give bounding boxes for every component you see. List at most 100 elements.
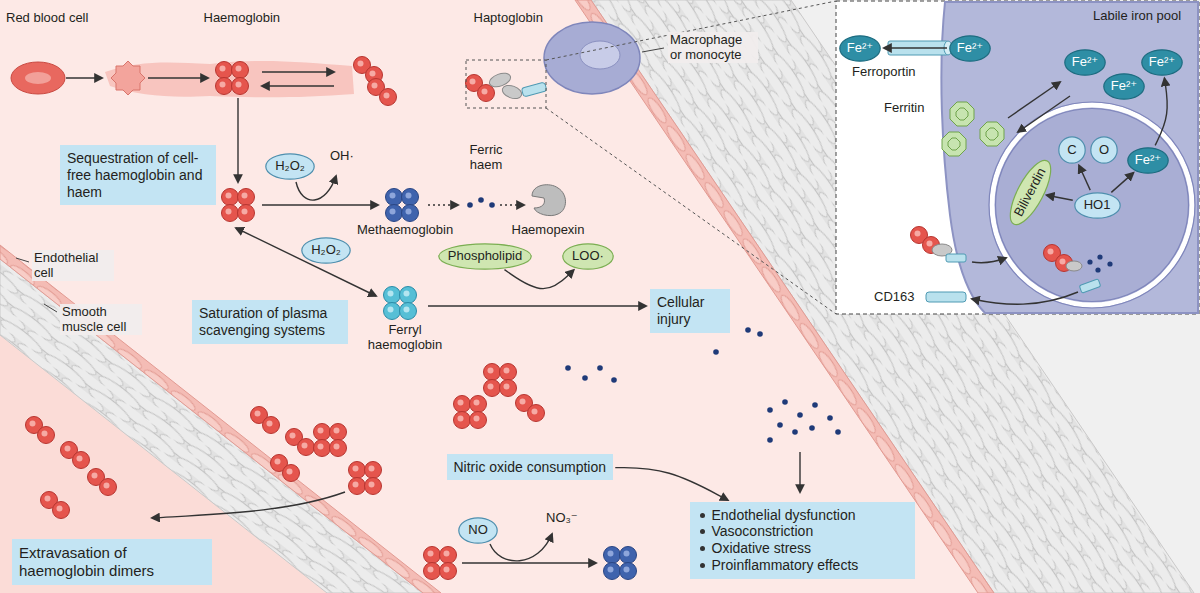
process-box: Extravasation of haemoglobin dimers xyxy=(12,539,212,585)
receptor-symbol xyxy=(946,254,966,262)
circle-shape xyxy=(467,202,473,208)
atom-circle: O xyxy=(1090,136,1118,164)
iron-ion: Fe²⁺ xyxy=(1103,73,1145,100)
shape-outline xyxy=(1074,192,1119,217)
label-text: CD163 xyxy=(874,289,914,304)
shape-outline xyxy=(563,243,613,268)
connector-arrow xyxy=(1111,173,1133,192)
receptor-symbol xyxy=(1079,279,1101,293)
label-text: Ferritin xyxy=(884,100,924,115)
shape-outline xyxy=(439,243,531,268)
use-shape xyxy=(368,79,397,106)
node-text: Saturation of plasma scavenging systems xyxy=(199,305,341,339)
use-shape xyxy=(286,429,315,456)
label-text: Red blood cell xyxy=(6,10,88,25)
connector-arrow xyxy=(615,468,728,501)
node-text: Fe²⁺ xyxy=(1135,153,1161,168)
line-shape xyxy=(428,204,458,205)
node-text: Sequestration of cell-free haemoglobin a… xyxy=(67,150,209,200)
use-shape xyxy=(61,442,90,469)
circle-shape xyxy=(489,202,495,208)
circle-shape xyxy=(797,412,803,418)
circle-shape xyxy=(782,399,788,405)
node-text: Nitric oxide consumption xyxy=(454,459,607,476)
macrophage-cytoplasm xyxy=(941,2,1198,313)
receptor-symbol xyxy=(926,292,966,302)
circle-shape xyxy=(827,415,833,421)
path-shape xyxy=(490,534,552,561)
circle-shape xyxy=(1107,261,1112,266)
line-shape xyxy=(262,204,378,205)
line-shape xyxy=(262,85,334,86)
molecule-ellipse: H₂O₂ xyxy=(265,153,315,180)
bullet-dot xyxy=(700,529,705,534)
node-text: Fe²⁺ xyxy=(1149,55,1175,70)
node-text: Extravasation of haemoglobin dimers xyxy=(19,544,205,580)
circle-shape xyxy=(757,331,763,337)
use-shape xyxy=(88,469,117,496)
use-shape xyxy=(516,395,545,422)
lysed-cell xyxy=(111,61,145,95)
atom-circle: C xyxy=(1058,136,1086,164)
endothelial-layer xyxy=(0,245,441,593)
polygon-shape xyxy=(948,138,960,150)
process-box: Sequestration of cell-free haemoglobin a… xyxy=(60,145,216,205)
macrophage-cell xyxy=(544,22,640,94)
shape-outline xyxy=(1002,155,1058,230)
circle-shape xyxy=(713,349,719,355)
circle-shape xyxy=(597,365,603,371)
inset-panel xyxy=(836,1,1199,314)
line-shape xyxy=(428,305,646,306)
path-shape xyxy=(972,258,1006,263)
line-shape xyxy=(1018,96,1070,132)
label-text: NO₃⁻ xyxy=(546,510,578,525)
connector-arrow xyxy=(884,47,947,48)
use-shape xyxy=(424,547,457,580)
haemoglobin-smear xyxy=(105,61,354,97)
node-text: Vasoconstriction xyxy=(712,523,908,540)
iron-ion: Fe²⁺ xyxy=(839,35,881,62)
line-shape xyxy=(237,98,238,182)
node-text: O xyxy=(1099,143,1109,158)
bullet-dot xyxy=(700,546,705,551)
connector-arrow xyxy=(1155,78,1167,145)
label-text: Endothelial cell xyxy=(32,250,114,281)
circle-shape xyxy=(989,102,1195,308)
molecule-ellipse: H₂O₂ xyxy=(301,237,351,264)
line-shape xyxy=(462,562,596,563)
use-shape xyxy=(251,407,280,434)
shape-outline xyxy=(266,153,314,178)
label-text: Labile iron pool xyxy=(1093,8,1181,23)
label-text: Haemopexin xyxy=(512,222,585,237)
circle-shape xyxy=(812,402,818,408)
polygon-shape xyxy=(956,108,968,120)
line-shape xyxy=(262,71,334,72)
path-shape xyxy=(296,176,336,200)
node-text: H₂O₂ xyxy=(275,159,305,174)
node-text: Endothelial dysfunction xyxy=(712,507,908,524)
circle-shape xyxy=(478,197,484,203)
macrophage-nucleus xyxy=(580,41,620,69)
node-text: Proinflammatory effects xyxy=(712,557,908,574)
iron-ion: Fe²⁺ xyxy=(1127,147,1169,174)
label-text: Ferric haem xyxy=(462,142,510,173)
connector-arrow xyxy=(1079,165,1090,190)
node-text: Oxidative stress xyxy=(712,540,908,557)
ellipse-shape xyxy=(25,72,51,84)
use-shape xyxy=(386,189,419,222)
biliverdin-ellipse: Biliverdin xyxy=(1001,153,1059,230)
circle-shape xyxy=(767,437,773,443)
use-shape xyxy=(604,547,637,580)
circle-shape xyxy=(1095,267,1100,272)
label-text: OH· xyxy=(330,148,354,163)
use-shape xyxy=(216,62,249,95)
line-shape xyxy=(546,108,836,314)
use-shape xyxy=(466,75,495,102)
leader-line xyxy=(44,304,57,312)
circle-shape xyxy=(767,407,773,413)
node-text: NO xyxy=(468,523,488,538)
path-shape xyxy=(152,492,345,518)
use-shape xyxy=(222,189,255,222)
